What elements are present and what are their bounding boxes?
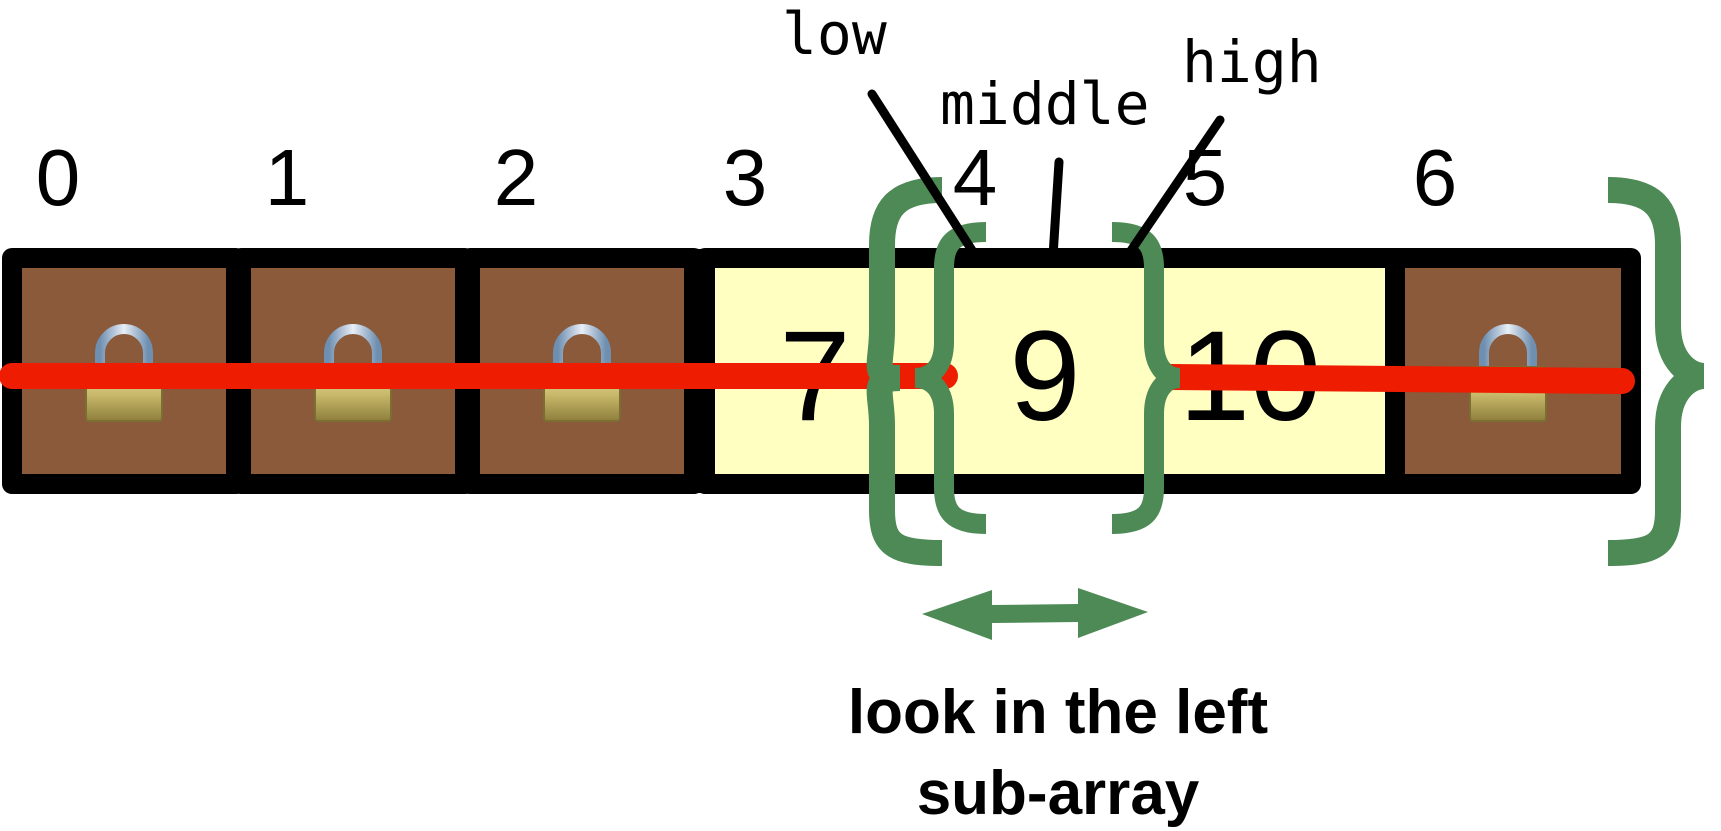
strike-lines: [0, 363, 1635, 394]
high-pointer-label: high: [1182, 28, 1322, 96]
outer-right-brace: [1607, 177, 1706, 566]
index-label-2: 2: [494, 133, 539, 222]
double-arrow-icon: [922, 588, 1148, 640]
index-label-6: 6: [1413, 133, 1458, 222]
sub-array-braces: [866, 177, 1706, 566]
pointers: low middle high: [782, 0, 1322, 261]
high-pointer-line: [1125, 115, 1225, 257]
inner-right-brace: [1111, 222, 1182, 534]
index-label-0: 0: [36, 133, 81, 222]
low-pointer-label: low: [782, 0, 887, 68]
low-pointer-line: [867, 89, 980, 260]
cell-value-4: 9: [1009, 305, 1080, 448]
middle-pointer-line: [1048, 157, 1064, 261]
index-label-4: 4: [953, 133, 998, 222]
inner-left-brace: [914, 222, 987, 534]
outer-left-brace: [866, 177, 943, 566]
caption-line-2: sub-array: [917, 759, 1200, 828]
caption-line-1: look in the left: [848, 678, 1268, 747]
strike-line-right: [1157, 364, 1635, 394]
middle-pointer-label: middle: [940, 70, 1150, 138]
index-label-1: 1: [265, 133, 310, 222]
index-label-3: 3: [723, 133, 768, 222]
index-labels: 0 1 2 3 4 5 6: [36, 133, 1458, 222]
